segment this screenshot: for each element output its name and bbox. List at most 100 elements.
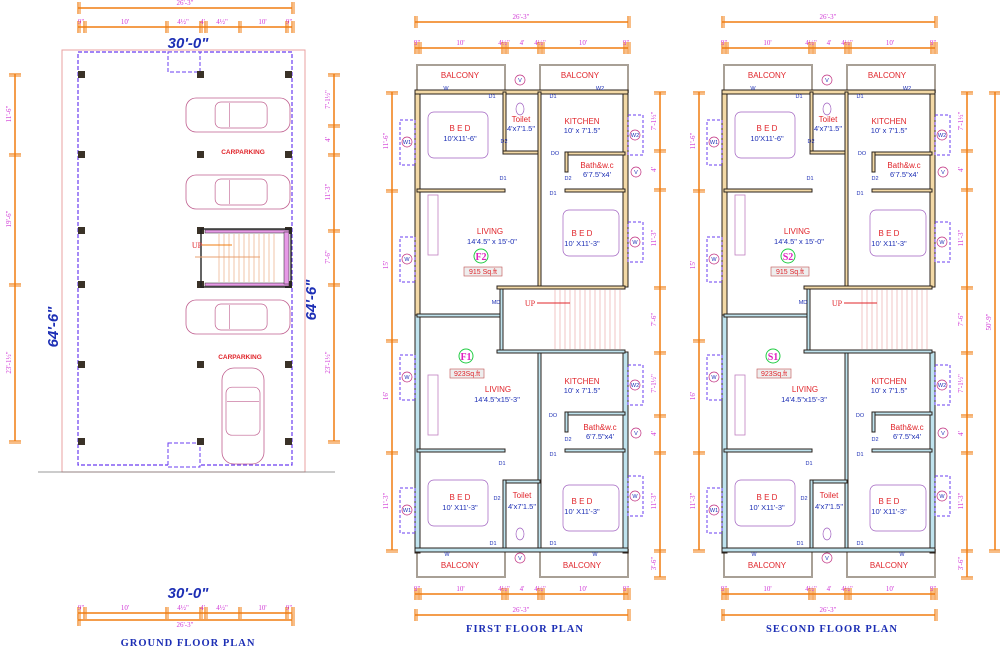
center-wall <box>537 91 542 288</box>
room-name: KITCHEN <box>871 117 906 126</box>
corridor-wall <box>723 313 808 318</box>
door-label: D1 <box>856 541 863 547</box>
partition-wall <box>564 188 626 193</box>
room-size: 4'x7'1.5" <box>814 124 842 133</box>
dimension-label: 10' <box>579 39 587 47</box>
car-icon <box>221 367 265 465</box>
window-label: W <box>404 257 410 263</box>
room-name: Bath&w.c <box>890 423 923 432</box>
room-name: LIVING <box>477 227 503 236</box>
first-floor-plan: 26'-3"9"10'4½"4'4½"10'9"9"10'4½"4'4½"10'… <box>382 13 666 635</box>
outer-wall-left <box>414 91 421 316</box>
room-name: LIVING <box>485 385 511 394</box>
partition-wall <box>564 448 626 453</box>
room-size: 10' x 7'1.5" <box>871 386 908 395</box>
balcony-label: BALCONY <box>870 561 909 570</box>
outer-wall-left <box>414 314 421 554</box>
door-label: D2 <box>564 176 571 182</box>
stair-wall <box>806 288 811 351</box>
column <box>285 361 292 368</box>
ventilator-tag <box>630 427 642 439</box>
ventilator-tag <box>821 552 833 564</box>
room-size: 4'x7'1.5" <box>815 502 843 511</box>
stair-up-label: UP <box>832 299 843 308</box>
gate-recess-top <box>167 51 201 73</box>
corridor-wall <box>416 313 501 318</box>
ventilator-tag <box>514 74 526 86</box>
unit-id: S2 <box>783 252 794 263</box>
room-name: B E D <box>757 124 778 133</box>
room-size: 6'7.5"x4' <box>583 170 612 179</box>
bath-wall <box>871 411 876 433</box>
car-icon <box>185 174 291 210</box>
dimension-label: 4½" <box>841 585 853 593</box>
window-tag <box>708 504 720 516</box>
balcony-label: BALCONY <box>441 561 480 570</box>
toilet-wall <box>502 479 507 549</box>
window-projection <box>706 236 723 283</box>
window-tag <box>629 379 641 391</box>
outer-wall-top <box>414 89 629 95</box>
carparking-label-1: CARPARKING <box>221 149 265 156</box>
area-box <box>463 266 503 277</box>
center-wall <box>844 91 849 288</box>
overall-dimension-bottom: 26'-3" <box>177 621 194 629</box>
dimension-label: 9" <box>414 585 421 593</box>
bed-icon <box>869 209 927 257</box>
dimension-label: 15' <box>382 261 390 269</box>
room-name: Toilet <box>512 115 531 124</box>
car-cabin <box>214 303 268 331</box>
outer-wall-left <box>721 91 728 316</box>
dimension-label: 7'-1½" <box>650 112 658 131</box>
dimension-label: 4' <box>520 39 525 47</box>
dimension-label: 11'-3" <box>650 493 658 510</box>
room-name: Toilet <box>819 115 838 124</box>
sofa-icon <box>427 194 439 256</box>
stair-wall <box>499 288 504 351</box>
second-floor-plan: 26'-3"9"10'4½"4'4½"10'9"9"10'4½"4'4½"10'… <box>689 13 1000 635</box>
dimension-label: 11'-3" <box>324 184 332 201</box>
dimension-label: 11'-3" <box>650 230 658 247</box>
partition-wall <box>871 188 933 193</box>
room-size: 14'4.5"x15'-3" <box>781 395 827 404</box>
dimension-label: 10' <box>886 39 894 47</box>
unit-area: 915 Sq.ft <box>469 269 497 276</box>
window-projection <box>627 114 644 156</box>
dimension-label: 4' <box>650 167 658 172</box>
dimension-label: 7'-1½" <box>957 374 965 393</box>
overall-dimension-bottom: 26'-3" <box>820 606 837 614</box>
ventilator-tag <box>937 166 949 178</box>
column <box>197 361 204 368</box>
dimension-label: 4½" <box>805 585 817 593</box>
stair-up-label: UP <box>525 299 536 308</box>
window-label: W <box>939 240 945 246</box>
sofa-icon <box>427 374 439 436</box>
toilet-wall <box>809 150 848 155</box>
ventilator-tag <box>821 74 833 86</box>
stair-wall <box>496 349 626 354</box>
dimension-label: 10' <box>763 39 771 47</box>
bed-icon <box>562 209 620 257</box>
bath-wall <box>564 411 569 433</box>
dimension-label: 7'-6" <box>324 250 332 264</box>
window-label: W2 <box>938 383 946 389</box>
toilet-wall <box>809 479 848 484</box>
overall-dimension-top: 26'-3" <box>513 13 530 21</box>
dimension-label: 10' <box>763 585 771 593</box>
dimension-label: 10' <box>456 585 464 593</box>
ventilator-label: V <box>634 431 638 437</box>
partition-wall <box>416 188 506 193</box>
window-projection <box>627 364 644 406</box>
window-projection <box>706 119 723 166</box>
door-label: D1 <box>499 176 506 182</box>
window-tag <box>401 136 413 148</box>
window-projection <box>399 119 416 166</box>
window-tag <box>401 253 413 265</box>
window-tag <box>401 504 413 516</box>
outer-wall-bottom <box>414 547 629 553</box>
dimension-label: 7'-6" <box>650 313 658 327</box>
floor-title: FIRST FLOOR PLAN <box>466 624 584 635</box>
dimension-label: 23'-1½" <box>324 351 332 373</box>
door-label: W <box>899 552 905 558</box>
window-label: W1 <box>403 140 411 146</box>
